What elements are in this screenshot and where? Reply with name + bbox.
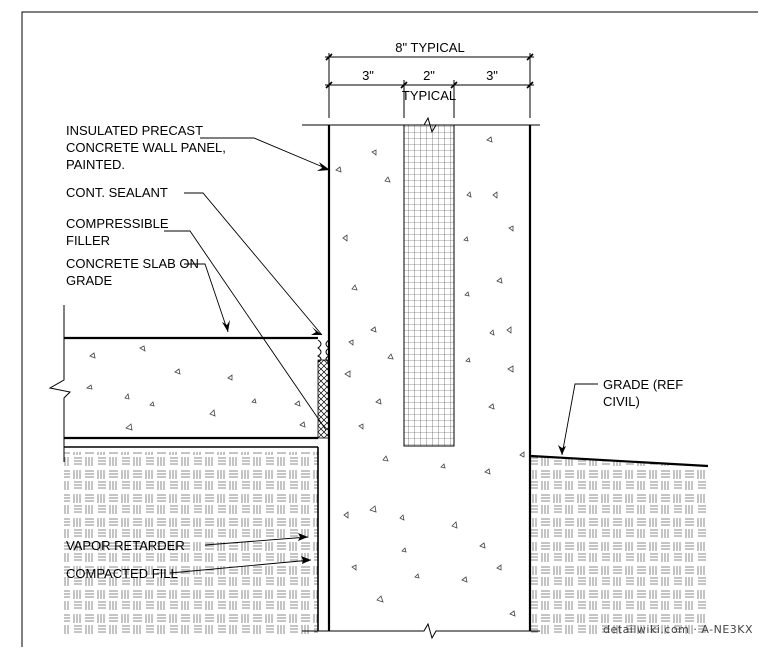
callout-wall-panel: INSULATED PRECAST CONCRETE WALL PANEL, P…	[66, 123, 230, 172]
callout-sealant: CONT. SEALANT	[66, 185, 168, 200]
break-line-bottom	[302, 622, 540, 640]
concrete-slab	[64, 338, 318, 438]
dim-left: 3"	[362, 68, 374, 83]
dimension-string	[325, 53, 534, 118]
callout-grade: GRADE (REF CIVIL)	[603, 377, 687, 409]
wall-aggregate	[335, 136, 525, 617]
leader-lines	[164, 137, 598, 574]
grade-line	[530, 454, 709, 468]
compressible-filler	[317, 359, 330, 439]
dim-overall: 8" TYPICAL	[395, 40, 464, 55]
sealant-joint	[317, 339, 330, 363]
dim-right: 3"	[486, 68, 498, 83]
watermark: detailwiki.com · A-NE3KX	[603, 623, 753, 636]
dim-center: 2"	[423, 68, 435, 83]
compacted-fill-left	[64, 452, 318, 634]
insulation-core	[403, 124, 455, 447]
sheet-border	[21, 11, 758, 647]
compacted-fill-right	[531, 456, 708, 634]
callout-vapor-retarder: VAPOR RETARDER	[66, 538, 185, 553]
leader-arrows	[222, 162, 566, 564]
slab-aggregate	[86, 345, 306, 431]
slab-break-line	[48, 305, 72, 462]
callout-filler: COMPRESSIBLE FILLER	[66, 216, 172, 248]
dim-center-note: TYPICAL	[402, 88, 456, 103]
callout-slab: CONCRETE SLAB ON GRADE	[66, 256, 203, 288]
callout-compacted-fill: COMPACTED FILL	[66, 566, 178, 581]
